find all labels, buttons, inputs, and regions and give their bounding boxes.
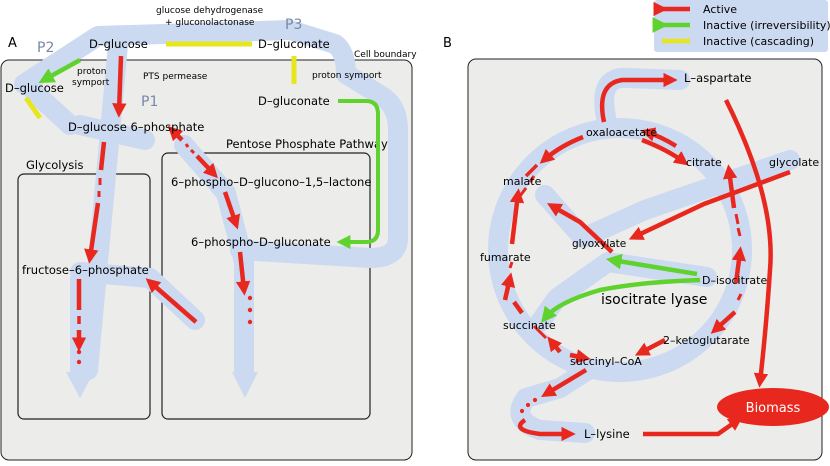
node-glucono-lactone: 6–phospho–D–glucono–1,5–lactone bbox=[171, 175, 371, 189]
node-d-gluconate-top: D–gluconate bbox=[258, 37, 330, 51]
node-l-lysine: L–lysine bbox=[584, 427, 630, 441]
glycolysis-halo-arrowhead bbox=[66, 372, 94, 398]
ppp-halo-arrowhead bbox=[232, 372, 258, 398]
pathway-label-p1: P1 bbox=[141, 94, 158, 110]
node-malate: malate bbox=[503, 175, 542, 188]
legend-label-cascading: Inactive (cascading) bbox=[703, 35, 814, 48]
inactive-irreversibility-arrows-b bbox=[541, 253, 701, 323]
glucose-dehydrogenase-label: glucose dehydrogenase bbox=[156, 6, 264, 16]
continuation-dots-a bbox=[76, 295, 253, 365]
proton-symport-left-line2: symport bbox=[72, 78, 110, 88]
pathway-label-p3: P3 bbox=[285, 17, 302, 33]
cell-boundary-label: Cell boundary bbox=[354, 50, 417, 60]
node-succinate: succinate bbox=[503, 319, 556, 332]
node-glyoxylate: glyoxylate bbox=[572, 238, 626, 250]
node-d-glucose-left: D–glucose bbox=[5, 81, 64, 95]
panel-a-letter: A bbox=[8, 36, 17, 51]
node-glycolate: glycolate bbox=[769, 156, 819, 169]
node-fumarate: fumarate bbox=[480, 251, 531, 264]
node-oxaloacetate: oxaloacetate bbox=[586, 126, 657, 139]
isocitrate-lyase-label: isocitrate lyase bbox=[601, 292, 707, 308]
glycolysis-label: Glycolysis bbox=[26, 158, 83, 172]
legend-background bbox=[654, 0, 828, 52]
active-arrows-b bbox=[501, 72, 791, 442]
node-citrate: citrate bbox=[686, 156, 722, 169]
gluconate-to-6pg-arrow bbox=[336, 99, 380, 249]
glycolysis-box bbox=[17, 173, 151, 420]
biomass-ellipse bbox=[717, 388, 829, 426]
node-biomass: Biomass bbox=[746, 401, 801, 416]
proton-symport-right-label: proton symport bbox=[312, 71, 382, 81]
node-l-aspartate: L–aspartate bbox=[684, 71, 751, 85]
node-d-isocitrate: D–isocitrate bbox=[702, 274, 767, 287]
glucose-proton-symport-arrow bbox=[38, 58, 82, 84]
gluconolactonase-label: + gluconolactonase bbox=[165, 18, 255, 28]
node-fructose-6-phosphate: fructose–6–phosphate bbox=[22, 263, 149, 277]
node-d-glucose-top: D–glucose bbox=[89, 37, 148, 51]
legend: Active Inactive (irreversibility) Inacti… bbox=[652, 0, 830, 52]
inactive-cascading-arrows-a bbox=[23, 41, 297, 120]
proton-symport-left-line1: proton bbox=[77, 67, 106, 77]
pts-permease-label: PTS permease bbox=[143, 72, 208, 82]
node-d-gluconate-inside: D–gluconate bbox=[258, 94, 330, 108]
panel-b-letter: B bbox=[443, 36, 452, 51]
continuation-dots-b bbox=[519, 397, 538, 414]
node-2-ketoglutarate: 2–ketoglutarate bbox=[663, 334, 750, 347]
pathway-label-p2: P2 bbox=[37, 40, 54, 56]
legend-label-active: Active bbox=[703, 3, 737, 16]
panel-b: B bbox=[443, 36, 829, 461]
active-arrows-a bbox=[71, 55, 251, 352]
panel-a: A Cell boundary Glycolysis Pentose Phosp… bbox=[0, 6, 417, 461]
node-succinyl-coa: succinyl–CoA bbox=[570, 355, 642, 368]
legend-label-irreversibility: Inactive (irreversibility) bbox=[703, 19, 830, 32]
node-6-phospho-gluconate: 6–phospho–D–gluconate bbox=[191, 235, 331, 249]
node-glucose-6-phosphate: D–glucose 6–phosphate bbox=[68, 120, 204, 134]
ppp-label: Pentose Phosphate Pathway bbox=[226, 137, 388, 151]
